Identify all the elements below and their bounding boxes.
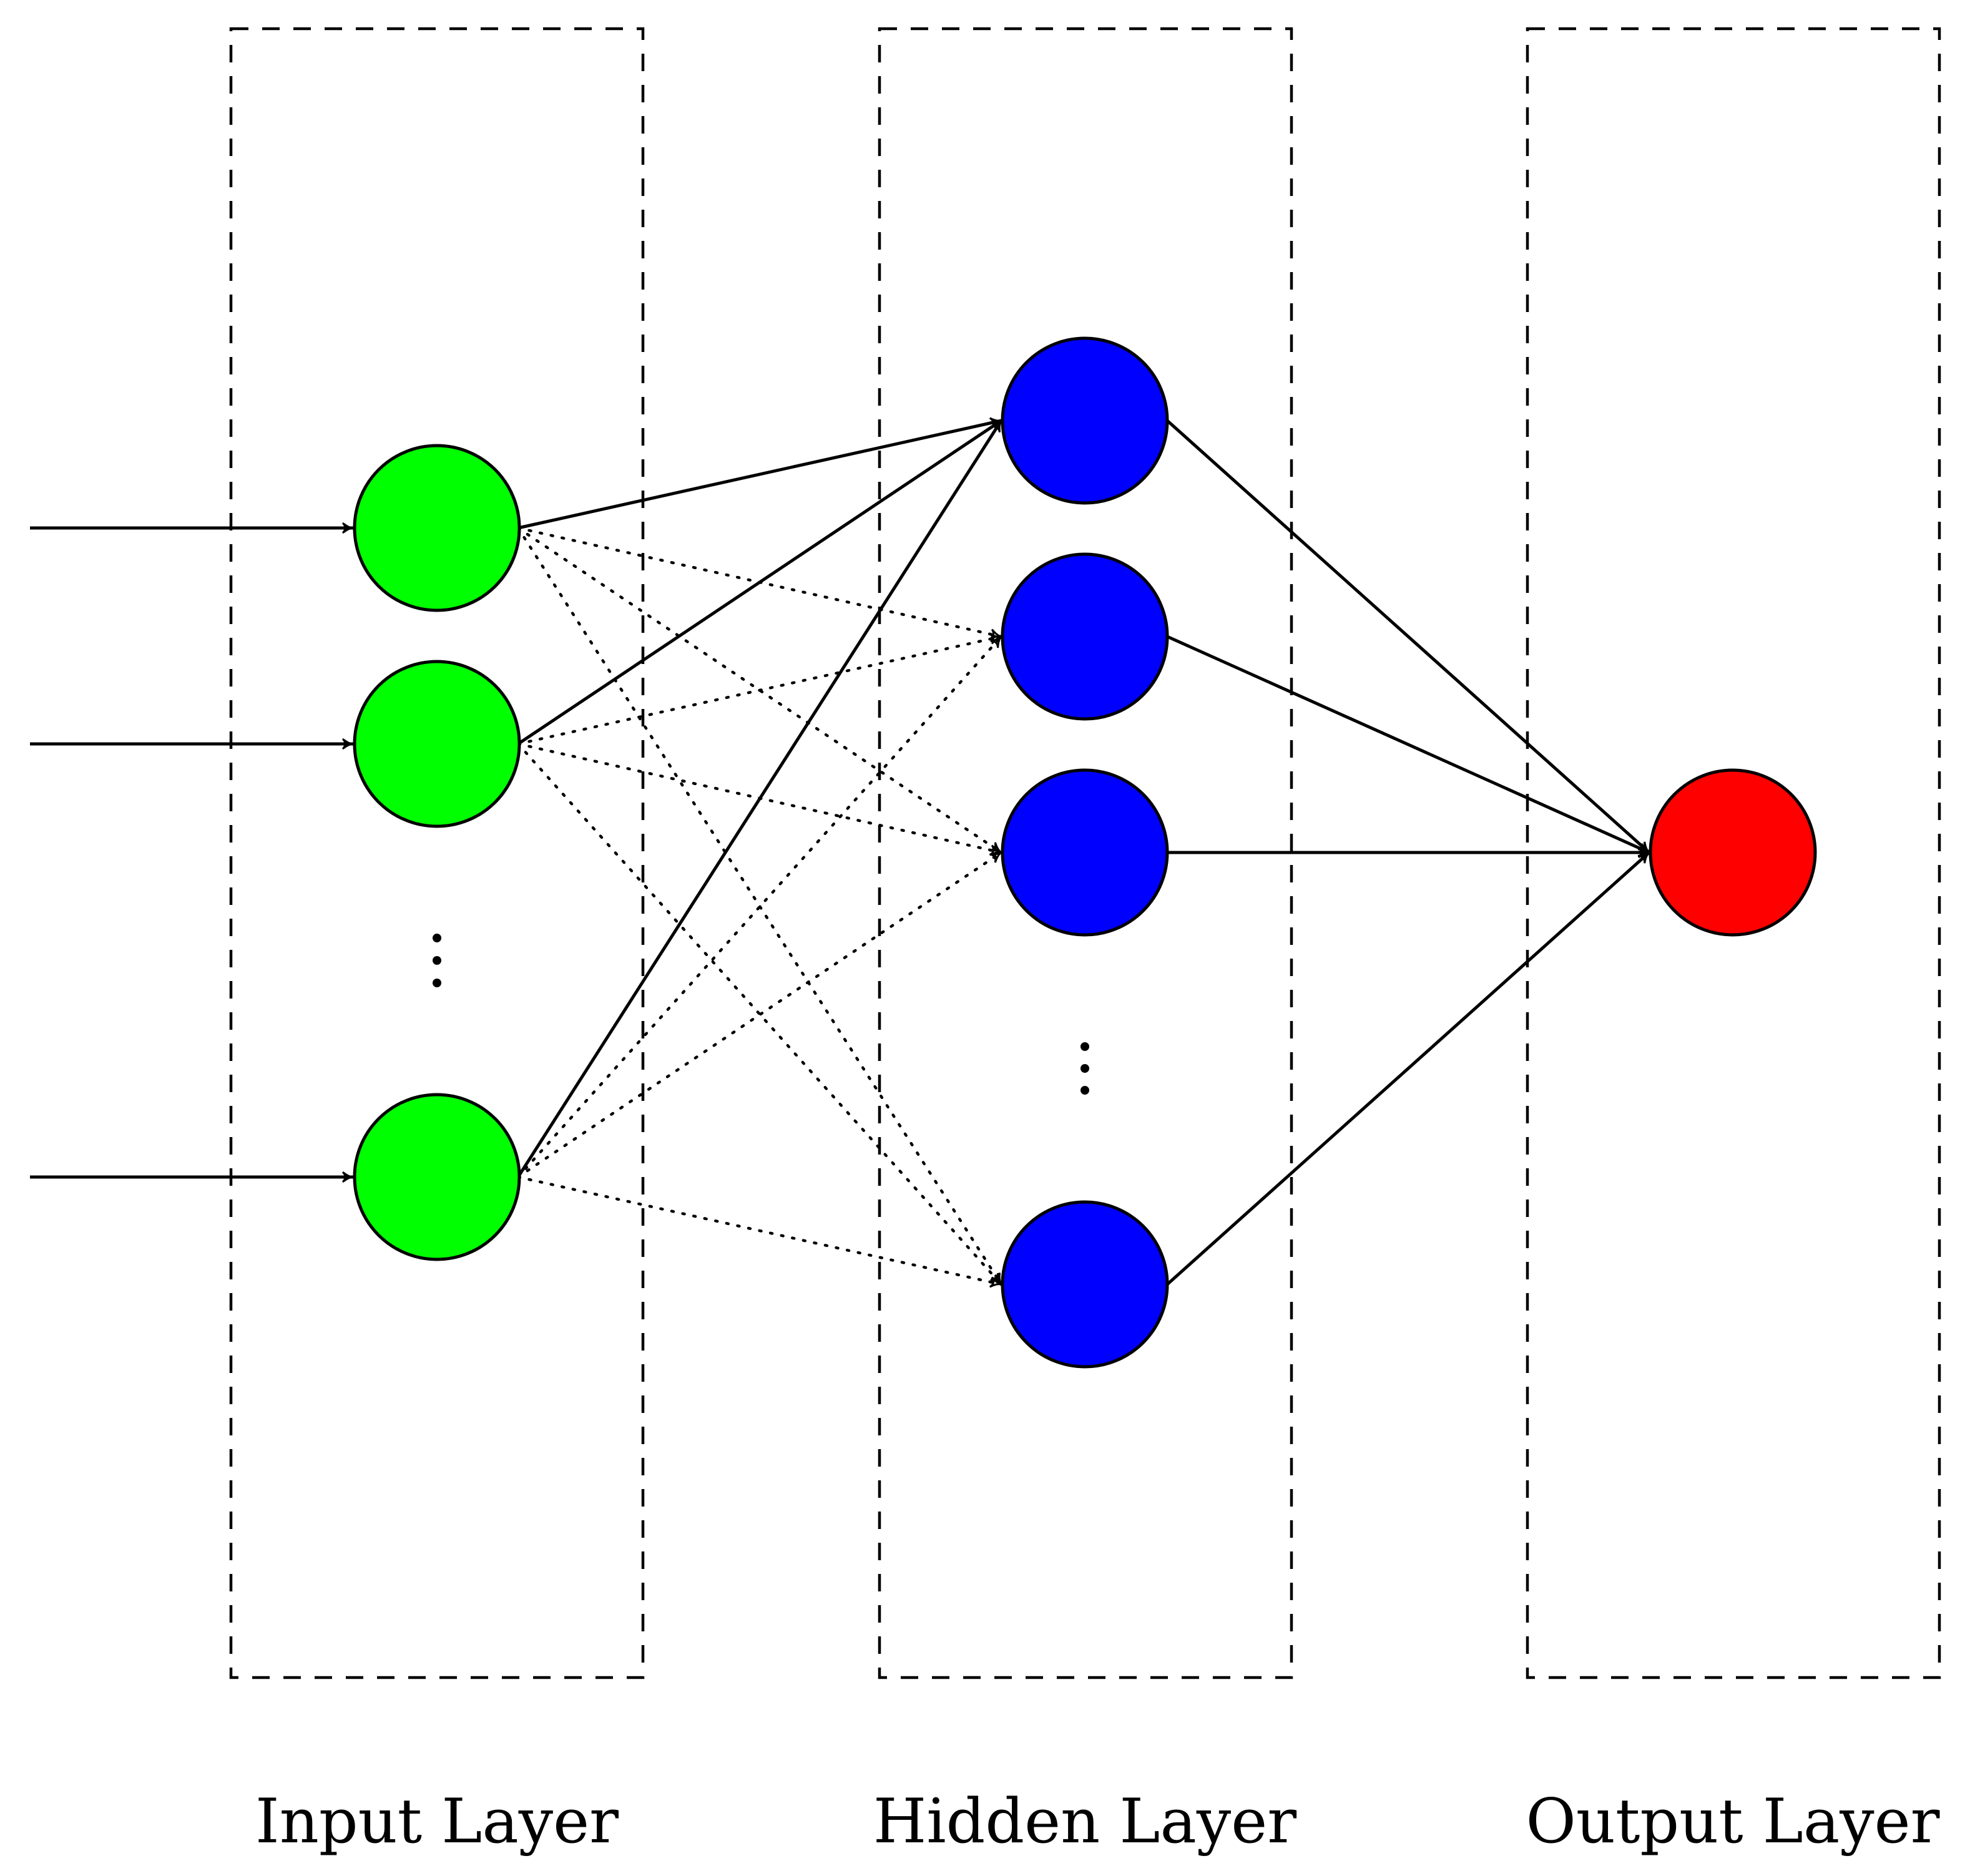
hidden-output-connections [1166, 419, 1650, 1286]
input-node-2 [353, 660, 521, 828]
dotted-edge-i2-h2 [516, 633, 1003, 746]
hidden-node-3 [1001, 768, 1169, 937]
dotted-edge-i3-h2 [516, 635, 1003, 1179]
dotted-edge-i3-h3 [516, 851, 1003, 1179]
edge-h2-o1 [1166, 635, 1650, 854]
output-layer-label: Output Layer [1526, 1786, 1940, 1857]
input-node-3 [353, 1093, 521, 1261]
output-node-1 [1649, 768, 1817, 937]
input-node-1 [353, 444, 521, 612]
edge-i1-h1 [517, 417, 1002, 530]
edge-h4-o1 [1166, 851, 1650, 1286]
hidden-layer-label: Hidden Layer [873, 1786, 1296, 1857]
hidden-node-4 [1001, 1200, 1169, 1369]
edge-i2-h1 [517, 419, 1002, 746]
solid-input-hidden-connections [516, 417, 1003, 1178]
hidden-node-2 [1001, 552, 1169, 721]
hidden-nodes [1001, 336, 1169, 1369]
dotted-connections [516, 526, 1003, 1288]
input-arrows [30, 522, 354, 1183]
dotted-edge-i3-h4 [516, 1175, 1003, 1288]
hidden-node-1 [1001, 336, 1169, 505]
input-layer-box [229, 27, 645, 1679]
hidden-ellipsis [1081, 1042, 1089, 1095]
dotted-edge-i1-h4 [516, 526, 1003, 1286]
output-nodes [1649, 768, 1817, 937]
edge-i3-h1 [516, 419, 1003, 1178]
input-layer-label: Input Layer [255, 1786, 619, 1857]
edge-h1-o1 [1166, 419, 1650, 854]
input-ellipsis [433, 934, 441, 987]
input-nodes [353, 444, 521, 1261]
